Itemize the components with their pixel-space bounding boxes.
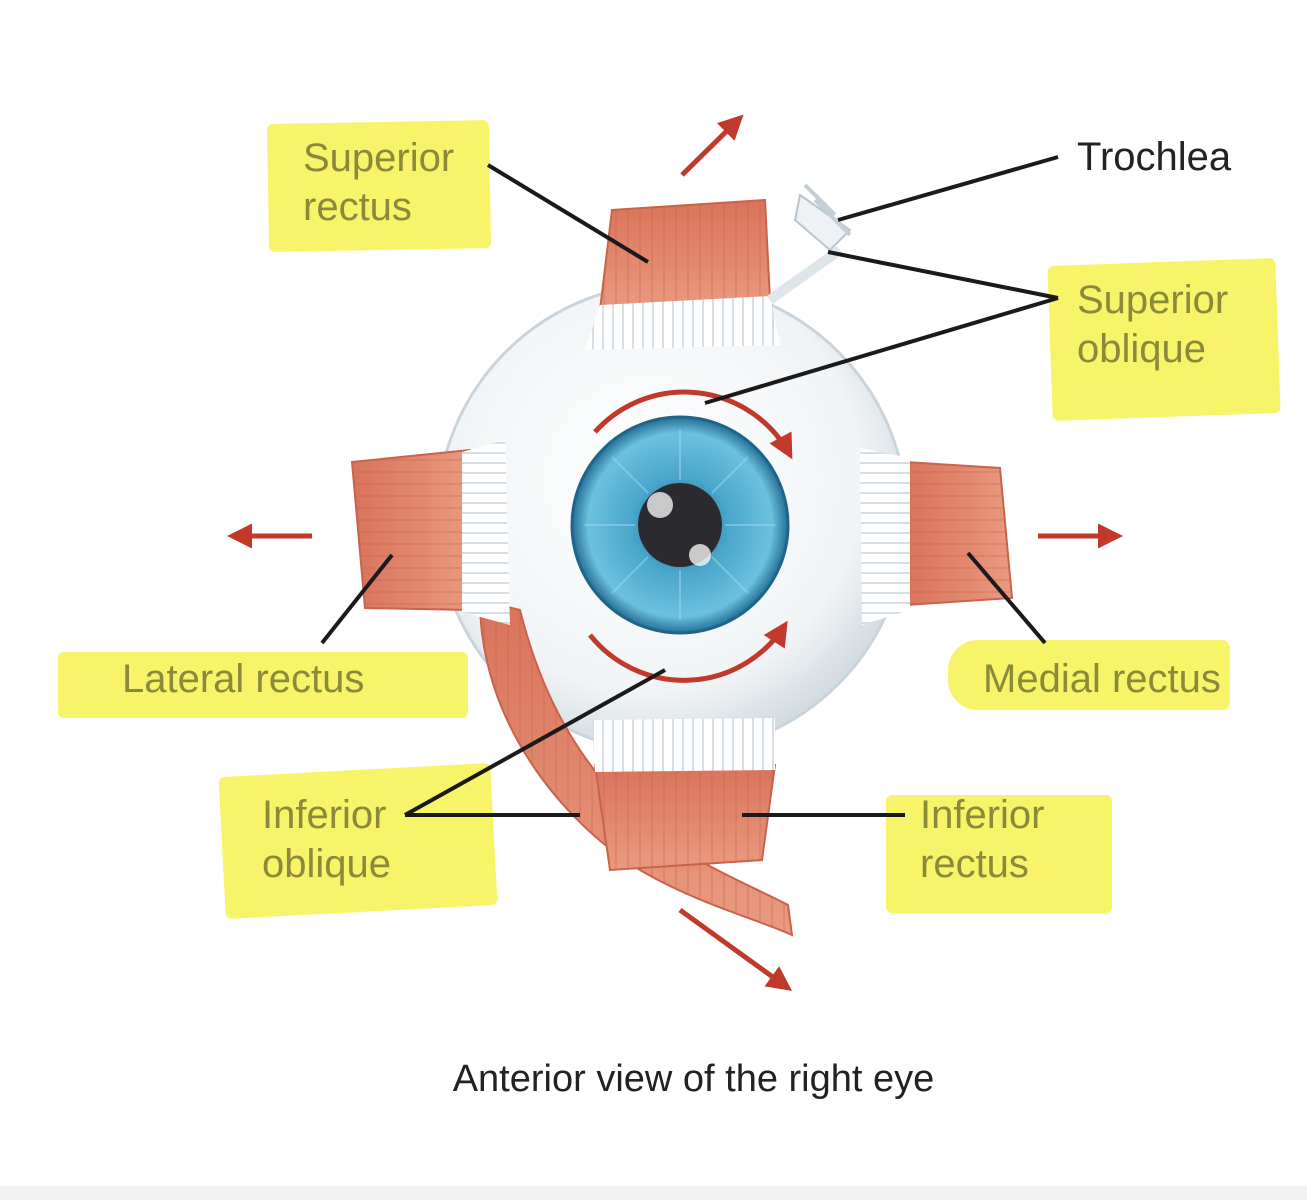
arrow-up: [680, 114, 744, 177]
leader-superior-oblique-2: [704, 296, 1059, 405]
rotation-arc-lower: [588, 620, 788, 683]
label-superior-oblique: Superior oblique: [1077, 278, 1229, 371]
highlight-lateral-rectus: [58, 652, 468, 718]
lateral-rectus-muscle: [350, 440, 510, 625]
figure-caption: Anterior view of the right eye: [452, 1058, 935, 1100]
label-lateral-rectus: Lateral rectus: [122, 657, 365, 701]
label-inferior-oblique: Inferior oblique: [262, 793, 392, 886]
label-medial-rectus: Medial rectus: [983, 657, 1221, 701]
highlight-medial-rectus: [948, 640, 1230, 710]
leader-lines: [320, 155, 1059, 817]
iris-texture: [585, 430, 775, 620]
leader-superior-oblique-1: [827, 250, 1059, 300]
leader-inferior-oblique-1: [404, 668, 666, 817]
label-superior-rectus: Superior rectus: [303, 136, 455, 229]
label-inferior-rectus: Inferior rectus: [920, 793, 1045, 886]
leader-trochlea: [837, 155, 1059, 222]
pupil-reflection-1: [647, 492, 673, 518]
label-trochlea: Trochlea: [1077, 135, 1232, 179]
leader-superior-rectus: [486, 163, 650, 264]
leader-lateral-rectus: [320, 553, 394, 645]
superior-rectus-muscle: [585, 198, 780, 350]
pupil-reflection-2: [689, 544, 711, 566]
rotation-arc-upper: [593, 389, 793, 460]
medial-rectus-muscle: [860, 448, 1014, 625]
superior-oblique-tendon: [767, 183, 852, 305]
inferior-rectus-muscle: [592, 718, 777, 872]
bottom-strip: [0, 1186, 1307, 1200]
leader-medial-rectus: [966, 551, 1047, 645]
arrow-down: [678, 907, 793, 991]
highlight-inferior-rectus: [886, 795, 1112, 913]
